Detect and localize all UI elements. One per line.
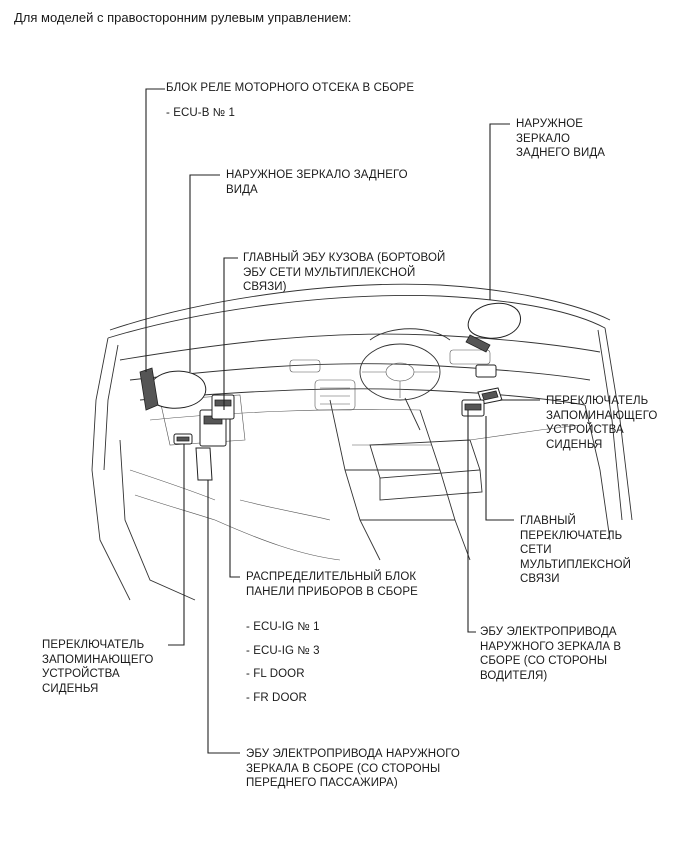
callout-seat-memory-switch-right-line: ЗАПОМИНАЮЩЕГО bbox=[546, 409, 658, 422]
callout-junction-block-item: - FL DOOR bbox=[246, 668, 305, 680]
callout-multiplex-master-switch: ГЛАВНЫЙ ПЕРЕКЛЮЧАТЕЛЬ СЕТИ МУЛЬТИПЛЕКСНО… bbox=[520, 514, 631, 587]
callout-seat-memory-switch-left-line: СИДЕНЬЯ bbox=[42, 682, 99, 695]
callout-multiplex-master-switch-line: СЕТИ bbox=[520, 544, 552, 556]
callout-relay-block: БЛОК РЕЛЕ МОТОРНОГО ОТСЕКА В СБОРЕ - ECU… bbox=[166, 81, 414, 120]
main-body-ecu-shape bbox=[195, 409, 227, 481]
callout-mirror-ecu-driver-line: ЭБУ ЭЛЕКТРОПРИВОДА bbox=[480, 626, 617, 638]
callout-mirror-ecu-driver: ЭБУ ЭЛЕКТРОПРИВОДА НАРУЖНОГО ЗЕРКАЛА В С… bbox=[480, 625, 621, 683]
callout-outer-mirror-left-line: ВИДА bbox=[226, 183, 258, 196]
page-heading: Для моделей с правосторонним рулевым упр… bbox=[14, 10, 352, 25]
callout-outer-mirror-right-line: ЗЕРКАЛО bbox=[516, 132, 571, 145]
seat-memory-switch-left-shape bbox=[173, 433, 193, 445]
callout-mirror-ecu-driver-line: СБОРЕ (СО СТОРОНЫ bbox=[480, 655, 608, 667]
callout-junction-block-line: РАСПРЕДЕЛИТЕЛЬНЫЙ БЛОК bbox=[246, 571, 417, 583]
callout-mirror-ecu-driver-line: НАРУЖНОГО ЗЕРКАЛА В bbox=[480, 640, 622, 653]
callout-main-body-ecu-line: ГЛАВНЫЙ ЭБУ КУЗОВА (БОРТОВОЙ bbox=[243, 252, 446, 264]
outer-mirror-left-shape bbox=[139, 367, 207, 411]
callout-main-body-ecu-line: СВЯЗИ) bbox=[243, 281, 287, 293]
callout-multiplex-master-switch-line: ГЛАВНЫЙ bbox=[520, 515, 576, 527]
callout-relay-block-item: - ECU-B № 1 bbox=[166, 106, 236, 119]
multiplex-master-switch-shape bbox=[461, 399, 485, 417]
relay-block-shape bbox=[475, 364, 497, 378]
callout-seat-memory-switch-left-line: ПЕРЕКЛЮЧАТЕЛЬ bbox=[42, 639, 145, 651]
callout-multiplex-master-switch-line: МУЛЬТИПЛЕКСНОЙ bbox=[520, 558, 632, 571]
callout-seat-memory-switch-right: ПЕРЕКЛЮЧАТЕЛЬ ЗАПОМИНАЮЩЕГО УСТРОЙСТВА С… bbox=[546, 394, 657, 452]
callout-seat-memory-switch-left-line: ЗАПОМИНАЮЩЕГО bbox=[42, 653, 154, 666]
callout-seat-memory-switch-left: ПЕРЕКЛЮЧАТЕЛЬ ЗАПОМИНАЮЩЕГО УСТРОЙСТВА С… bbox=[42, 638, 153, 696]
callout-seat-memory-switch-right-line: УСТРОЙСТВА bbox=[546, 424, 624, 436]
callout-seat-memory-switch-left-line: УСТРОЙСТВА bbox=[42, 668, 120, 680]
callout-mirror-ecu-passenger-line: ЭБУ ЭЛЕКТРОПРИВОДА НАРУЖНОГО bbox=[246, 748, 460, 760]
callout-multiplex-master-switch-line: ПЕРЕКЛЮЧАТЕЛЬ bbox=[520, 529, 623, 542]
callout-mirror-ecu-passenger-line: ЗЕРКАЛА В СБОРЕ (СО СТОРОНЫ bbox=[246, 762, 441, 775]
callout-junction-block-line: ПАНЕЛИ ПРИБОРОВ В СБОРЕ bbox=[246, 585, 418, 598]
callout-outer-mirror-left: НАРУЖНОЕ ЗЕРКАЛО ЗАДНЕГО ВИДА bbox=[226, 168, 408, 197]
callout-outer-mirror-right: НАРУЖНОЕ ЗЕРКАЛО ЗАДНЕГО ВИДА bbox=[516, 117, 605, 161]
junction-block-shape bbox=[211, 394, 235, 420]
callout-outer-mirror-left-line: НАРУЖНОЕ ЗЕРКАЛО ЗАДНЕГО bbox=[226, 169, 408, 181]
callout-junction-block-item: - ECU-IG № 1 bbox=[246, 621, 320, 633]
callout-multiplex-master-switch-line: СВЯЗИ bbox=[520, 573, 560, 585]
callout-seat-memory-switch-right-line: СИДЕНЬЯ bbox=[546, 438, 603, 451]
callout-seat-memory-switch-right-line: ПЕРЕКЛЮЧАТЕЛЬ bbox=[546, 395, 649, 407]
callout-outer-mirror-right-line: НАРУЖНОЕ bbox=[516, 118, 584, 130]
components bbox=[139, 302, 521, 481]
callout-instrument-panel-junction-block: РАСПРЕДЕЛИТЕЛЬНЫЙ БЛОК ПАНЕЛИ ПРИБОРОВ В… bbox=[246, 570, 418, 705]
callout-mirror-ecu-passenger: ЭБУ ЭЛЕКТРОПРИВОДА НАРУЖНОГО ЗЕРКАЛА В С… bbox=[246, 747, 460, 791]
callout-outer-mirror-right-line: ЗАДНЕГО ВИДА bbox=[516, 147, 606, 159]
callout-mirror-ecu-passenger-line: ПЕРЕДНЕГО ПАССАЖИРА) bbox=[246, 777, 398, 789]
callout-relay-block-title: БЛОК РЕЛЕ МОТОРНОГО ОТСЕКА В СБОРЕ bbox=[166, 82, 415, 94]
callout-junction-block-item: - ECU-IG № 3 bbox=[246, 644, 320, 657]
callout-junction-block-item: - FR DOOR bbox=[246, 691, 307, 704]
outer-mirror-right-shape bbox=[465, 302, 521, 353]
callout-main-body-ecu-line: ЭБУ СЕТИ МУЛЬТИПЛЕКСНОЙ bbox=[243, 266, 416, 279]
leader-lines bbox=[145, 88, 540, 754]
callout-main-body-ecu: ГЛАВНЫЙ ЭБУ КУЗОВА (БОРТОВОЙ ЭБУ СЕТИ МУ… bbox=[243, 251, 445, 295]
callout-mirror-ecu-driver-line: ВОДИТЕЛЯ) bbox=[480, 669, 548, 682]
